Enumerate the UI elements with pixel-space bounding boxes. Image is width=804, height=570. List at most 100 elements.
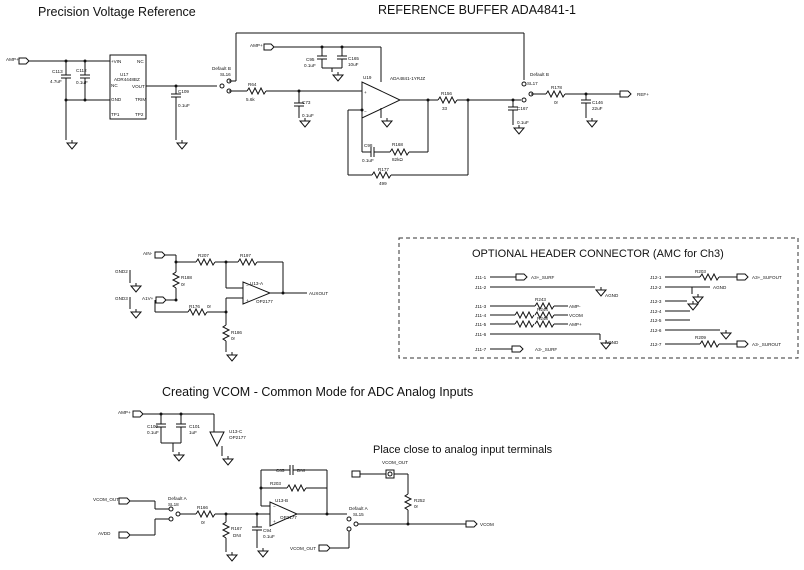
svg-text:AMP+: AMP+ xyxy=(250,43,263,48)
svg-text:Default A: Default A xyxy=(168,496,188,501)
svg-text:A3-_SURF: A3-_SURF xyxy=(535,347,557,352)
svg-text:C109: C109 xyxy=(178,89,189,94)
svg-text:R248: R248 xyxy=(537,316,548,321)
svg-text:R64: R64 xyxy=(248,82,257,87)
svg-text:C113: C113 xyxy=(52,69,63,74)
svg-text:J12-7: J12-7 xyxy=(650,342,662,347)
svg-text:R243: R243 xyxy=(535,297,546,302)
svg-text:VCOM: VCOM xyxy=(569,313,583,318)
svg-text:10uF: 10uF xyxy=(348,62,359,67)
svg-text:DNI: DNI xyxy=(297,468,305,473)
svg-text:Default B: Default B xyxy=(530,72,549,77)
svg-text:AVDD: AVDD xyxy=(98,531,111,536)
svg-text:C100: C100 xyxy=(147,424,158,429)
svg-text:0.1uF: 0.1uF xyxy=(302,113,314,118)
svg-text:GND: GND xyxy=(111,97,122,102)
svg-text:−: − xyxy=(364,109,367,114)
svg-text:SL15: SL15 xyxy=(353,512,364,517)
svg-text:C73: C73 xyxy=(302,100,311,105)
svg-text:C112: C112 xyxy=(76,68,87,73)
svg-text:AMP-: AMP- xyxy=(569,304,581,309)
svg-text:R166: R166 xyxy=(197,505,208,510)
svg-text:TP2: TP2 xyxy=(135,112,144,117)
svg-text:SL16: SL16 xyxy=(220,72,231,77)
svg-text:R188: R188 xyxy=(181,275,192,280)
svg-text:0r: 0r xyxy=(554,100,559,105)
svg-text:J11-1: J11-1 xyxy=(475,275,487,280)
svg-text:4.7uF: 4.7uF xyxy=(50,79,62,84)
svg-text:C94: C94 xyxy=(263,528,272,533)
svg-text:AIN-: AIN- xyxy=(143,251,153,256)
svg-text:J12-4: J12-4 xyxy=(650,309,662,314)
svg-text:0.1uF: 0.1uF xyxy=(178,103,190,108)
title-precision-voltage-reference: Precision Voltage Reference xyxy=(38,5,196,19)
svg-text:0.1uF: 0.1uF xyxy=(263,534,275,539)
svg-text:−: − xyxy=(273,504,276,509)
svg-text:R178: R178 xyxy=(551,85,562,90)
svg-text:R252: R252 xyxy=(414,498,425,503)
svg-text:0.1uF: 0.1uF xyxy=(304,63,316,68)
svg-text:C101: C101 xyxy=(189,424,200,429)
svg-text:AUXOUT: AUXOUT xyxy=(309,291,328,296)
svg-text:J11-2: J11-2 xyxy=(475,285,487,290)
svg-text:−: − xyxy=(246,283,249,288)
svg-text:22uF: 22uF xyxy=(592,106,603,111)
svg-text:GND2: GND2 xyxy=(115,269,128,274)
svg-text:VOUT: VOUT xyxy=(132,84,145,89)
svg-text:0.1uF: 0.1uF xyxy=(362,158,374,163)
svg-text:0.1uF: 0.1uF xyxy=(517,120,529,125)
svg-text:A3+_SURF: A3+_SURF xyxy=(531,275,555,280)
svg-text:R177: R177 xyxy=(378,167,389,172)
svg-text:OP2177: OP2177 xyxy=(256,299,273,304)
vcom-section: AMP+ C100 0.1uF C101 1uF U13-C OP2177 VC… xyxy=(93,410,494,562)
svg-text:ADA4841-1YRJZ: ADA4841-1YRJZ xyxy=(390,76,425,81)
svg-text:J11-5: J11-5 xyxy=(475,322,487,327)
svg-text:R156: R156 xyxy=(441,91,452,96)
svg-text:AGND: AGND xyxy=(605,340,619,345)
svg-text:A3+_SUFOUT: A3+_SUFOUT xyxy=(752,275,782,280)
note-place-close: Place close to analog input terminals xyxy=(373,444,553,456)
svg-text:VCOM_OUT: VCOM_OUT xyxy=(93,497,119,502)
svg-text:ADR4448BZ: ADR4448BZ xyxy=(114,77,140,82)
svg-text:R203: R203 xyxy=(695,269,706,274)
optional-header-section: OPTIONAL HEADER CONNECTOR (AMC for Ch3) … xyxy=(398,237,799,359)
svg-text:J12-3: J12-3 xyxy=(650,299,662,304)
svg-text:Default A: Default A xyxy=(349,506,369,511)
svg-text:U13-C: U13-C xyxy=(229,429,243,434)
svg-text:+: + xyxy=(364,90,367,95)
svg-text:U13-A: U13-A xyxy=(250,281,264,286)
svg-text:R203: R203 xyxy=(270,481,281,486)
svg-text:0r: 0r xyxy=(231,336,236,341)
svg-text:U19: U19 xyxy=(363,75,372,80)
svg-text:OP2177: OP2177 xyxy=(280,515,297,520)
svg-text:AGND: AGND xyxy=(713,285,727,290)
svg-text:82kΩ: 82kΩ xyxy=(392,157,403,162)
svg-text:0r: 0r xyxy=(181,282,186,287)
svg-text:499: 499 xyxy=(379,181,387,186)
title-vcom: Creating VCOM - Common Mode for ADC Anal… xyxy=(162,385,473,399)
svg-text:OPTIONAL HEADER CONNECTOR (AMC: OPTIONAL HEADER CONNECTOR (AMC for Ch3) xyxy=(472,248,724,260)
svg-text:A3-_SUROUT: A3-_SUROUT xyxy=(752,342,781,347)
reference-buffer-section: Default B SL16 R64 5.6k C73 0.1uF AMP+ xyxy=(212,32,649,186)
svg-text:C165: C165 xyxy=(348,56,359,61)
svg-text:C85: C85 xyxy=(276,468,285,473)
svg-text:R207: R207 xyxy=(198,253,209,258)
svg-text:0.1uF: 0.1uF xyxy=(147,430,159,435)
svg-text:REF+: REF+ xyxy=(637,92,649,97)
svg-text:R176: R176 xyxy=(189,304,200,309)
svg-text:Default B: Default B xyxy=(212,66,231,71)
svg-text:R167: R167 xyxy=(231,526,242,531)
svg-text:OP2177: OP2177 xyxy=(229,435,246,440)
svg-text:0r: 0r xyxy=(201,520,206,525)
svg-text:AGND: AGND xyxy=(605,293,619,298)
svg-text:GND3: GND3 xyxy=(115,296,128,301)
svg-text:R186: R186 xyxy=(231,330,242,335)
svg-text:R209: R209 xyxy=(695,335,706,340)
svg-text:SL18: SL18 xyxy=(168,502,179,507)
svg-text:AMP+: AMP+ xyxy=(6,57,19,62)
svg-text:U13-B: U13-B xyxy=(275,498,288,503)
svg-text:AMP+: AMP+ xyxy=(569,322,582,327)
svg-text:DNI: DNI xyxy=(233,533,241,538)
svg-text:1uF: 1uF xyxy=(189,430,197,435)
